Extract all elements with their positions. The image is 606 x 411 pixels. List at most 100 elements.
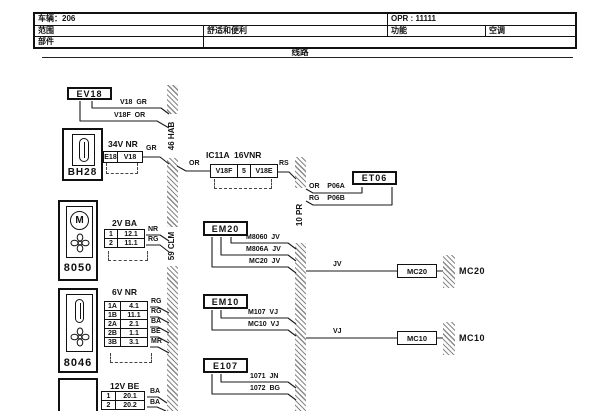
- mc20-ground-label: MC20: [459, 266, 486, 276]
- ic11a-pin-5: 5: [238, 164, 251, 178]
- ic11a-connector-bracket: [214, 179, 272, 189]
- 8046-wire1-color: RG: [151, 298, 162, 305]
- harness-bar-left-gap-2: [167, 227, 178, 266]
- mc20-wire-color: JV: [333, 261, 342, 268]
- component-12v-box: [58, 378, 98, 411]
- wire-8046-1b: [150, 316, 170, 324]
- component-bh28-box: [62, 128, 103, 181]
- 8046-wire5-color: MR: [151, 338, 162, 345]
- resistor-element-icon: [75, 299, 84, 323]
- ic11a-out-color: RS: [279, 160, 289, 167]
- connector-em10: EM10: [203, 294, 248, 309]
- 8050-pin-table: 1 12.1 2 11.1: [104, 229, 145, 248]
- mc10-ground-box: MC10: [397, 331, 437, 345]
- bh28-connector-bracket: [106, 163, 138, 174]
- heater-element-icon: [78, 138, 89, 162]
- bh28-connector-label: 34V NR: [108, 139, 138, 149]
- wire-label-v18f-or: V18F OR: [114, 112, 146, 119]
- wire-or-to-ic11a: [176, 165, 210, 172]
- component-8050-label: 8050: [63, 262, 93, 274]
- wire-e107-2: [211, 374, 297, 401]
- vehicle-cell: 车辆：206: [38, 14, 76, 23]
- wire-12v-2: [147, 406, 167, 411]
- mc20-ground-bar: [443, 255, 455, 288]
- function-label-cell: 功能: [387, 26, 485, 37]
- 8046-connector-label: 6V NR: [112, 287, 138, 297]
- wire-cell: 20.2: [115, 400, 145, 410]
- wire-cell: 11.1: [117, 238, 145, 248]
- harness-bar-right: [295, 157, 306, 411]
- wire-em20-1: [230, 237, 297, 250]
- wire-8050-1: [146, 234, 170, 242]
- parts-value-cell: [203, 37, 575, 48]
- fan-icon: [70, 327, 89, 347]
- function-value-cell: 空调: [485, 26, 575, 37]
- e107-wire1-label: 1071 JN: [250, 373, 279, 380]
- header-row-1: 车辆：206 OPR : 11111: [35, 14, 575, 25]
- 8046-inner-box: [66, 294, 93, 352]
- page-subtitle: 线路: [291, 47, 309, 57]
- 8046-wire4-color: BE: [151, 328, 161, 335]
- connector-e107: E107: [203, 358, 248, 373]
- 8046-pin-table: 1A 4.1 1B 11.1 2A 2.1 2B 1.1 3B 3.1: [104, 301, 148, 347]
- harness-bar-right-gap: [295, 188, 306, 243]
- wire-label-v18-gr: V18 GR: [120, 99, 147, 106]
- wire-em10-1: [220, 310, 297, 325]
- bh28-wire-color: GR: [146, 145, 157, 152]
- motor-icon: M: [70, 210, 89, 230]
- mc20-ground-box: MC20: [397, 264, 437, 278]
- scope-label-cell: 范围: [38, 26, 54, 35]
- wire-em20-2: [220, 237, 297, 262]
- component-8046-label: 8046: [63, 357, 93, 369]
- connector-em20: EM20: [203, 221, 248, 236]
- wire-et06-p06a: [305, 187, 363, 194]
- wire-8046-3b: [150, 346, 170, 354]
- ic11a-pin-v18e: V18E: [251, 164, 278, 178]
- 8050-inner-box: M: [66, 206, 93, 258]
- em20-wire1-label: M8060 JV: [246, 234, 280, 241]
- wire-e107-1: [220, 374, 297, 389]
- ic11a-pin-v18f: V18F: [210, 164, 238, 178]
- table-row: 2 20.2: [101, 400, 145, 410]
- em10-wire1-label: M107 VJ: [248, 309, 278, 316]
- wire-et06-p06b: [305, 187, 393, 206]
- pin-cell: 3B: [104, 337, 121, 347]
- bh28-inner-box: [72, 134, 95, 166]
- scope-value-cell: 舒适和便利: [203, 26, 387, 37]
- wire-ic11a-rs: [278, 171, 297, 180]
- e107-wire2-label: 1072 BG: [250, 385, 280, 392]
- bh28-pin-row: E18 V18: [103, 151, 143, 163]
- wire-bh28-gr: [143, 156, 170, 165]
- 12v-wire2-color: BA: [150, 399, 161, 406]
- 8050-wire2-color: RG: [148, 236, 159, 243]
- wire-12v-1: [147, 396, 168, 404]
- connector-ev18: EV18: [67, 87, 112, 100]
- 8046-connector-bracket: [110, 353, 152, 363]
- wire-v18-gr: [91, 101, 170, 115]
- 8050-connector-bracket: [108, 251, 148, 261]
- em20-wire3-label: MC20 JV: [249, 258, 281, 265]
- bh28-pin-v18: V18: [118, 151, 143, 163]
- 12v-wire1-color: BA: [150, 388, 161, 395]
- mc10-ground-bar: [443, 322, 455, 355]
- 12v-connector-label: 12V BE: [110, 381, 140, 391]
- 8046-wire3-color: BA: [151, 318, 162, 325]
- 8046-wire2-color: RG: [151, 308, 162, 315]
- em10-wire2-label: MC10 VJ: [248, 321, 280, 328]
- et06-wire1-label: OR P06A: [309, 183, 345, 190]
- opr-cell: OPR : 11111: [387, 14, 575, 25]
- header-table: 车辆：206 OPR : 11111 范围 舒适和便利 功能 空调 部件: [33, 12, 577, 49]
- em20-wire2-label: M806A JV: [246, 246, 281, 253]
- pin-cell: 2: [101, 400, 116, 410]
- header-row-2: 范围 舒适和便利 功能 空调: [35, 25, 575, 37]
- 8050-connector-label: 2V BA: [112, 218, 138, 228]
- connector-et06: ET06: [352, 171, 397, 185]
- wire-em10-2: [211, 310, 297, 337]
- ic11a-title: IC11A 16VNR: [206, 150, 262, 160]
- wire-8046-2b: [150, 336, 170, 344]
- fan-icon: [70, 233, 89, 253]
- wire-em20-3: [211, 237, 297, 274]
- mc10-wire-color: VJ: [333, 328, 342, 335]
- header-row-3: 部件: [35, 36, 575, 48]
